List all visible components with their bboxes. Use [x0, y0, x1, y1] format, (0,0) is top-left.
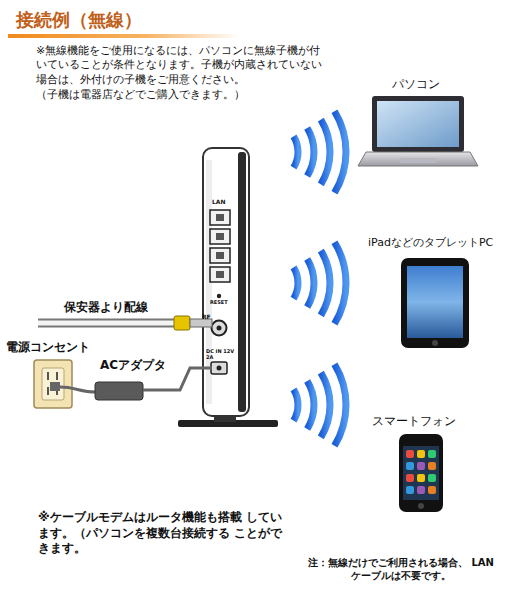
- adapter-label: ACアダプタ: [100, 358, 166, 374]
- cable-label: 保安器より配線: [64, 300, 148, 316]
- title: 接続例（無線）: [16, 8, 142, 31]
- title-bar: [8, 34, 240, 38]
- cable-modem: [178, 148, 278, 427]
- port-label: RESET: [210, 300, 228, 306]
- smartphone-icon: [399, 434, 443, 512]
- device-label: iPadなどのタブレットPC: [368, 236, 493, 250]
- note: ※無線機能をご使用になるには、パソコンに無線子機が付いていることが条件となります…: [36, 44, 324, 87]
- port-label: DC IN 12V 2A: [206, 349, 236, 360]
- note: 注：無線だけでご利用される場合、 LANケーブルは不要です。: [306, 556, 496, 582]
- power-outlet: [34, 360, 72, 408]
- note: ※ケーブルモデムはルータ機能も搭載 しています。（パソコンを複数台接続する こと…: [38, 510, 284, 557]
- note: （子機は電器店などでご購入できます。）: [36, 88, 324, 102]
- coax-cable: [38, 316, 212, 330]
- laptop-icon: [358, 96, 478, 166]
- ac-adapter: [60, 368, 212, 400]
- port-label: RF: [202, 314, 211, 321]
- port-label: LAN: [212, 199, 226, 206]
- wireless-waves: [294, 111, 346, 446]
- tablet-icon: [401, 258, 469, 348]
- outlet-label: 電源コンセント: [6, 340, 90, 356]
- device-label: パソコン: [392, 77, 440, 93]
- device-label: スマートフォン: [372, 414, 456, 430]
